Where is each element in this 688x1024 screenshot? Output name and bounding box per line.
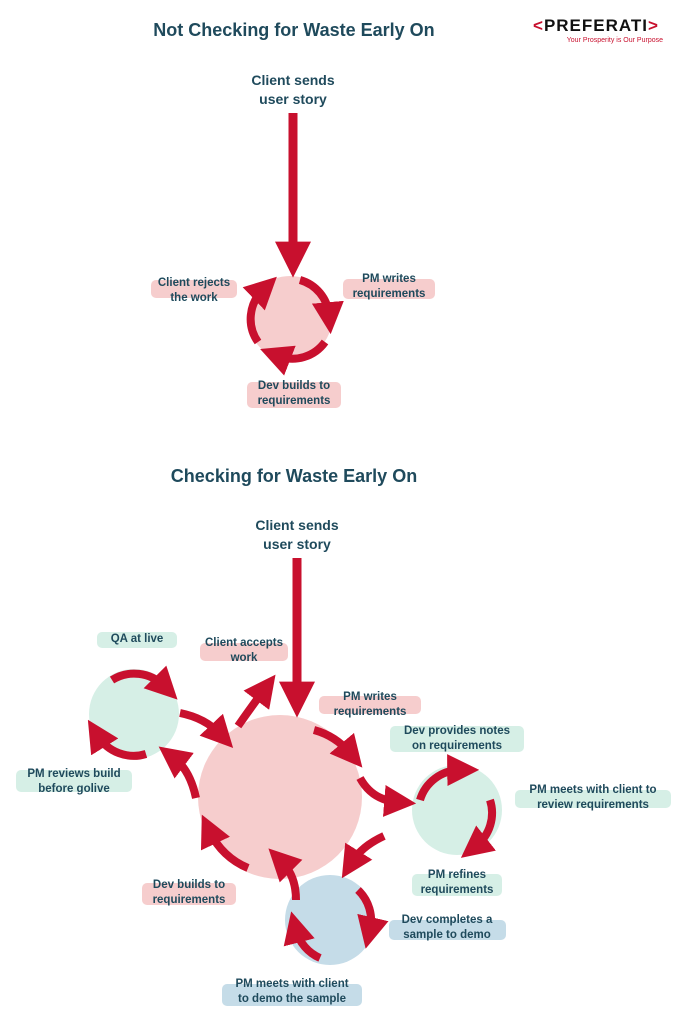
s2-pill-writes: [319, 696, 421, 714]
main-arc-from-qa: [179, 709, 234, 749]
s2-pill-qa: [97, 632, 177, 648]
main-arc-from-demo: [268, 848, 303, 901]
s1-pill-rejects: [151, 280, 237, 298]
qa-arc-2: [87, 719, 148, 760]
logo-right-bracket-icon: >: [648, 16, 659, 35]
section2-label-qa: QA at live: [110, 633, 164, 645]
section2-title: Checking for Waste Early On: [170, 466, 418, 486]
logo-name: PREFERATI: [543, 16, 649, 35]
main-arc-from-refines: [341, 832, 386, 879]
requirements-arc-2: [460, 798, 496, 858]
s2-pill-reviews: [16, 770, 132, 792]
qa-arc-1: [109, 665, 178, 700]
logo-left-bracket-icon: <: [533, 16, 544, 35]
section1-cycle-arc-3: [242, 276, 277, 345]
s2-pill-completes: [389, 920, 506, 940]
demo-arc-2: [283, 911, 322, 962]
main-arc-to-notes: [356, 775, 417, 817]
main-arc-builds: [200, 814, 250, 872]
s2-pill-notes: [390, 726, 524, 752]
main-arc-writes: [312, 726, 363, 768]
s2-pill-accepts: [200, 643, 288, 661]
s2-pill-meets-review: [515, 790, 671, 808]
main-cycle-circle: [198, 715, 362, 879]
section1-cycle-arc-1: [298, 276, 344, 335]
section1-cycle-arc-2: [260, 339, 329, 376]
demo-arc-1: [355, 887, 389, 949]
main-arc-accepts: [234, 674, 276, 729]
section1-title: Not Checking for Waste Early On: [153, 20, 435, 40]
preferati-logo: <PREFERATI> Your Prosperity is Our Purpo…: [533, 16, 673, 44]
s2-pill-meets-demo: [222, 984, 362, 1006]
s2-pill-builds: [142, 883, 236, 905]
s2-pill-refines: [412, 874, 502, 896]
requirements-arc-1: [416, 754, 480, 802]
s1-pill-writes: [343, 279, 435, 299]
main-arc-to-reviews: [158, 746, 200, 799]
logo-tagline: Your Prosperity is Our Purpose: [566, 37, 663, 44]
s1-pill-builds: [247, 382, 341, 408]
